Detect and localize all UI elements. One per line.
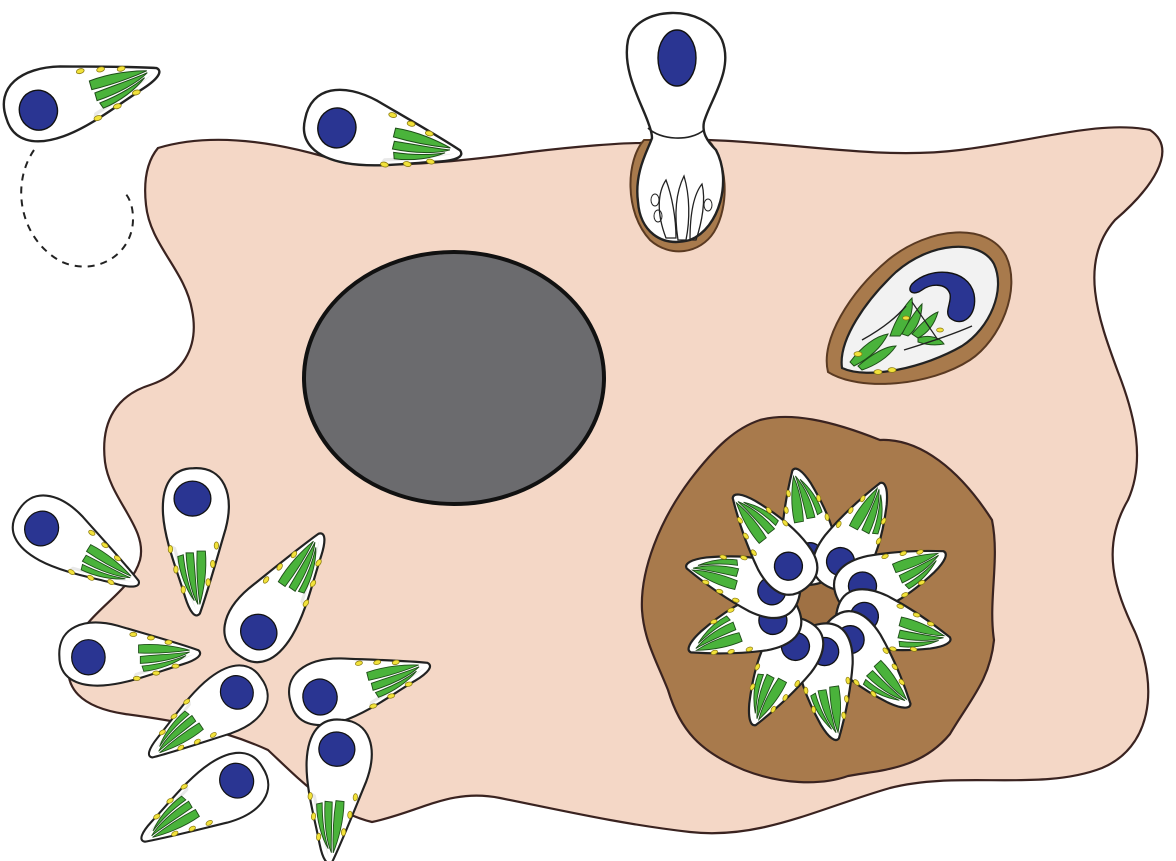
egressing-tachyzoite-8 — [126, 742, 280, 861]
invading-tachyzoite-nucleus — [658, 30, 696, 86]
gliding-path — [21, 150, 133, 267]
host-cell-nucleus — [304, 252, 604, 504]
extracellular-tachyzoite — [0, 37, 169, 150]
invading-tachyzoite — [627, 13, 726, 251]
